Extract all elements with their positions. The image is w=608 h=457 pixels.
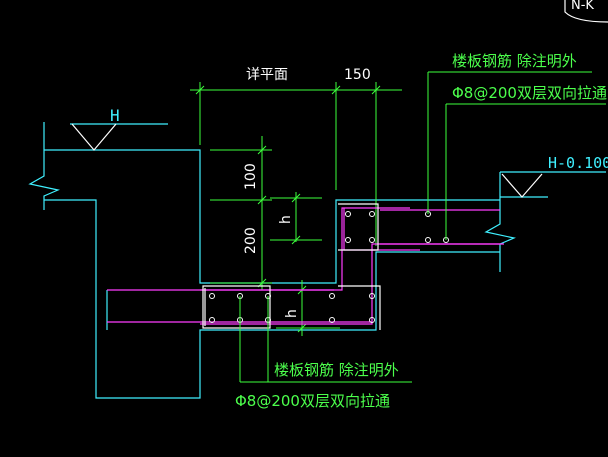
h-dimension-lower: h xyxy=(276,280,340,336)
corner-frame xyxy=(564,0,608,23)
dim-plan-label: 详平面 xyxy=(246,67,288,83)
h-upper-label: h xyxy=(278,215,294,224)
h-dimension-upper: h xyxy=(270,192,322,245)
rebar-lines xyxy=(107,207,504,325)
concrete-outline xyxy=(28,122,516,399)
note-bottom-line2: Φ8@200双层双向拉通 xyxy=(235,392,390,410)
note-bottom-line1: 楼板钢筋 除注明外 xyxy=(274,361,399,379)
stirrups xyxy=(202,203,381,330)
level-label-left: H xyxy=(110,106,120,125)
level-symbol-left: H xyxy=(70,106,168,151)
note-top-line1: 楼板钢筋 除注明外 xyxy=(452,52,577,70)
dimension-top: 详平面 150 xyxy=(190,67,402,246)
dim-100-label: 100 xyxy=(243,163,259,190)
h-lower-label: h xyxy=(284,309,300,318)
dimension-vertical: 100 200 xyxy=(210,136,272,290)
dim-200-label: 200 xyxy=(243,227,259,254)
level-label-right: H-0.100 xyxy=(548,154,608,172)
level-symbol-right: H-0.100 xyxy=(500,154,608,198)
note-top-line2: Φ8@200双层双向拉通 xyxy=(452,84,607,102)
dim-150-label: 150 xyxy=(344,67,371,83)
leader-lines xyxy=(239,71,606,383)
corner-label: N-K xyxy=(571,0,594,13)
